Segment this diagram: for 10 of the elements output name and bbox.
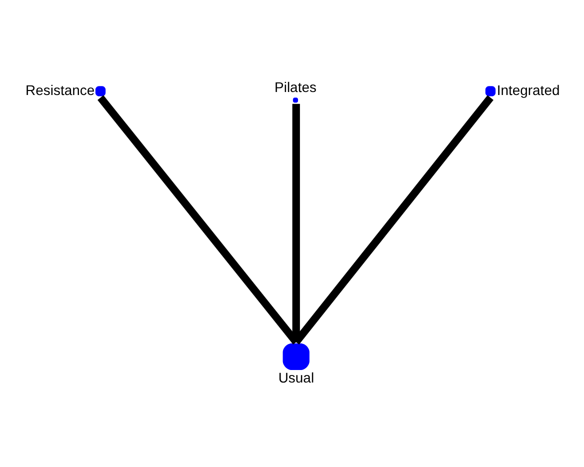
node-circle [95,86,106,96]
connector [98,95,300,344]
node-circle [485,86,496,96]
node-circle [292,98,298,103]
node-label: Usual [278,370,314,386]
node-label: Resistance [26,82,95,98]
node-label: Integrated [496,82,560,98]
connector [293,95,494,344]
node-label: Pilates [274,79,316,96]
node-circle [282,343,310,370]
